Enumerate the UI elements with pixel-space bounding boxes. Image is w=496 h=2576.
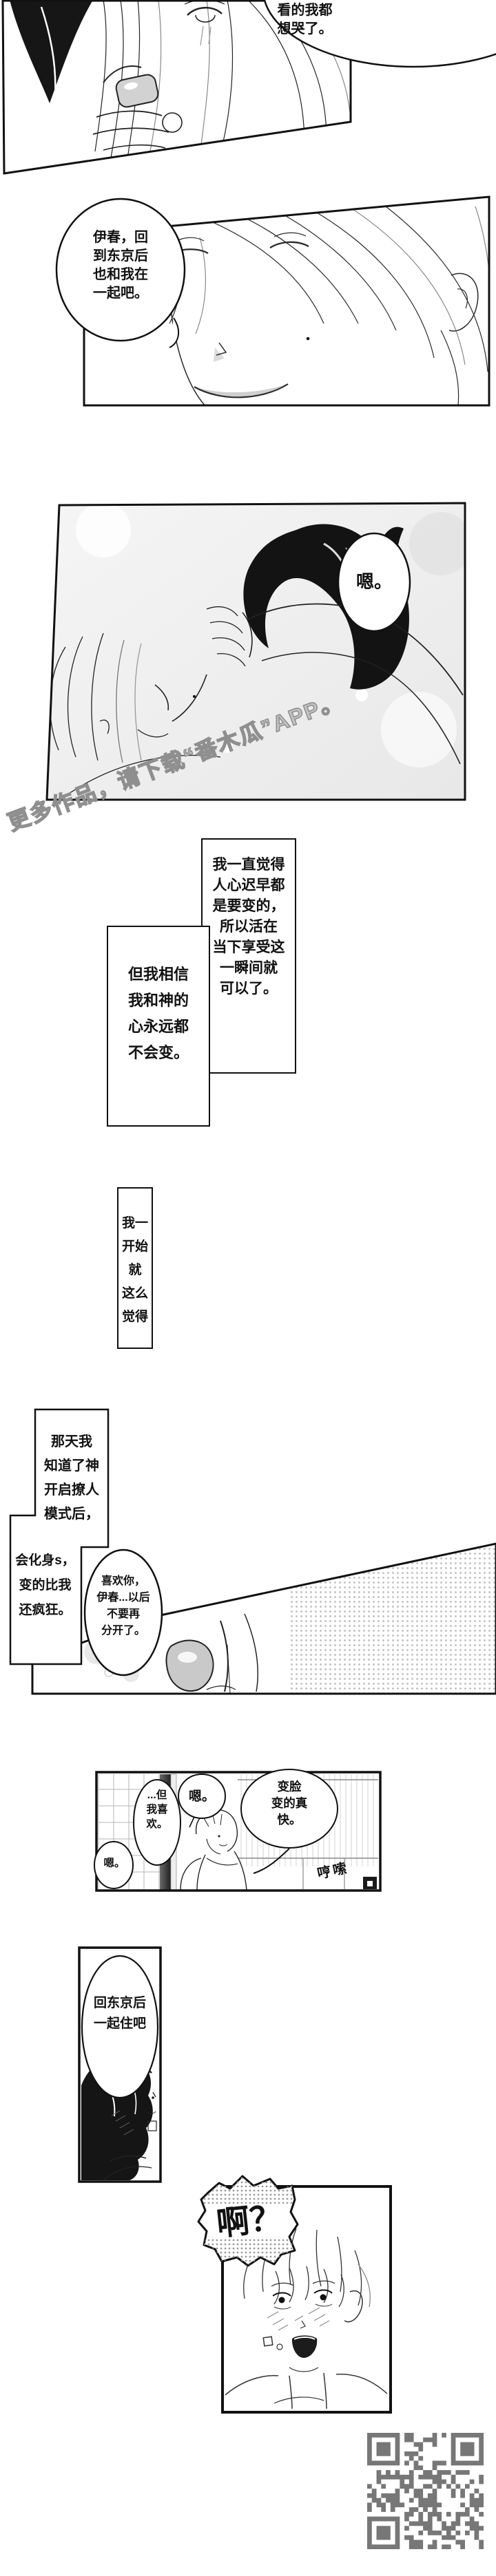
narration-box-2: 但我相信 我和神的 心永远都 不会变。 [107, 926, 210, 1127]
panel-room [94, 1769, 382, 1892]
panel-tokyo [78, 1946, 162, 2183]
narration-box-1: 我一直觉得 人心迟早都 是要变的， 所以活在 当下享受这 一瞬间就 可以了。 [201, 838, 296, 1074]
narration-text-3: 我一 开始 就 这么 觉得 [121, 1216, 148, 1324]
narration-box-3: 我一 开始 就 这么 觉得 [117, 1187, 153, 1349]
speech-text-mm3: 嗯。 [103, 1858, 125, 1869]
panel-surprised [221, 2185, 392, 2414]
speech-bubble-like-you [83, 1548, 163, 1676]
speech-bubble-mm [337, 532, 411, 632]
speech-bubble-crying [263, 0, 496, 68]
shout-text: 啊？ [214, 2200, 285, 2243]
speech-text-like-you: 喜欢你， 伊春...以后 不要再 分开了。 [96, 1575, 150, 1637]
narration-text-5: 会化身s， 变的比我 还疯狂。 [15, 1553, 75, 1617]
panel-top-hand [1, 0, 496, 175]
speech-text-isun: 伊春，回 到东京后 也和我在 一起吧。 [93, 230, 148, 301]
speech-text-face-change: 变脸 变的真 快。 [271, 1780, 308, 1827]
narration-box-l-shape [9, 1408, 110, 1665]
speech-text-crying: 看的我都 想哭了。 [277, 3, 333, 36]
speech-text-mm2: 嗯。 [188, 1789, 215, 1804]
narration-text-1: 我一直觉得 人心迟早都 是要变的， 所以活在 当下享受这 一瞬间就 可以了。 [212, 857, 285, 997]
speech-bubbles-room [94, 1769, 338, 1889]
panel-kiss [45, 502, 466, 801]
narration-text-4: 那天我 知道了神 开启撩人 模式后， [44, 1434, 99, 1522]
speech-bubble-isun [55, 198, 186, 348]
speech-text-live-together: 回东京后 一起住吧 [93, 1996, 146, 2031]
qr-code [367, 2433, 484, 2549]
speech-bubble-live-together [81, 1955, 159, 2099]
narration-text-2: 但我相信 我和神的 心永远都 不会变。 [127, 966, 189, 1061]
speech-text-mm1: 嗯。 [355, 571, 392, 592]
speech-text-but-i-like: ...但 我喜 欢。 [146, 1789, 168, 1830]
